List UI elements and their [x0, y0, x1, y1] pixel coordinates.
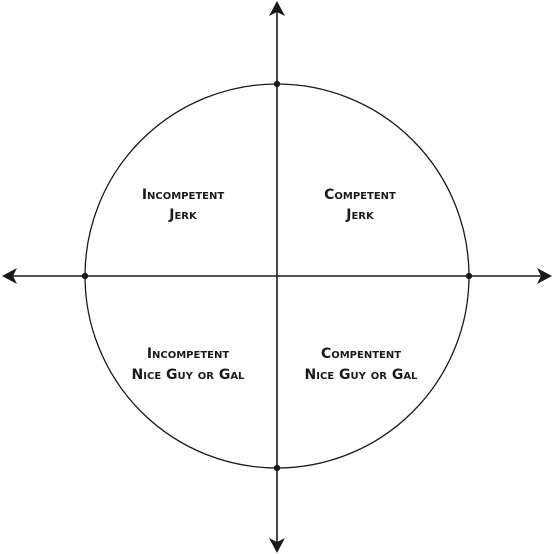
arrow-left-icon: [2, 268, 17, 284]
dot-bottom: [273, 464, 281, 472]
label-top-left-line1: Incompetent: [142, 187, 225, 203]
dot-right: [465, 272, 473, 280]
label-top-right-line1: Competent: [324, 187, 396, 203]
label-top-right-line2: Jerk: [345, 207, 375, 223]
label-top-left-line2: Jerk: [168, 207, 198, 223]
label-bottom-right-line1: Compentent: [321, 346, 401, 362]
dot-left: [81, 272, 89, 280]
label-bottom-left-line1: Incompetent: [147, 346, 230, 362]
label-bottom-right-line2: Nice Guy or Gal: [305, 367, 419, 383]
arrow-down-icon: [269, 538, 285, 553]
arrow-up-icon: [269, 1, 285, 16]
arrow-right-icon: [537, 268, 552, 284]
dot-top: [273, 80, 281, 88]
label-bottom-left-line2: Nice Guy or Gal: [132, 367, 246, 383]
